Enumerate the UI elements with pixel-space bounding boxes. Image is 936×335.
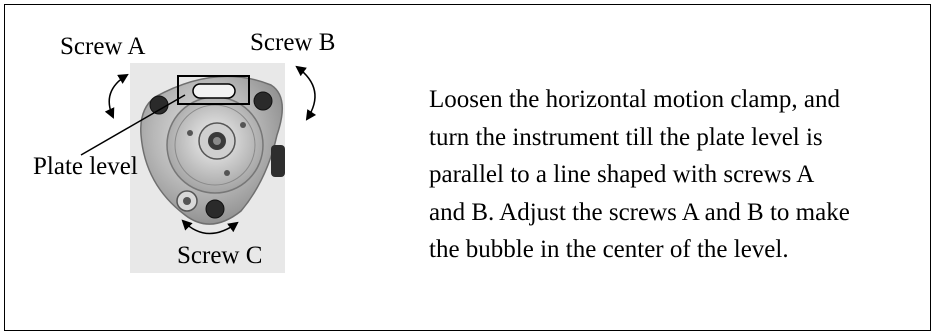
screw-a-label: Screw A: [60, 33, 146, 60]
screw-a-rotation-arrow: [104, 73, 129, 119]
screw-b-rotation-arrow: [295, 65, 317, 121]
plate-level-vial: [192, 83, 236, 99]
instruction-line: Loosen the horizontal motion clamp, and: [429, 86, 841, 113]
screw-c-label: Screw C: [177, 242, 263, 269]
optical-plummet-lens: [183, 197, 191, 205]
plate-level-leader-line: [80, 94, 186, 156]
instruction-line: the bubble in the center of the level.: [429, 236, 789, 263]
document-frame: Screw A Screw B Plate level Screw C Loos…: [4, 4, 931, 331]
tribrach-illustration: [80, 63, 317, 273]
tribrach-figure: Screw A Screw B Plate level Screw C: [5, 5, 405, 305]
instruction-line: parallel to a line shaped with screws A: [429, 161, 815, 188]
plate-hole: [240, 122, 246, 128]
center-hole-inner: [213, 137, 221, 145]
screw-a-knob: [149, 95, 169, 115]
plate-level-label: Plate level: [33, 153, 138, 180]
plate-hole: [224, 170, 230, 176]
screw-c-knob: [205, 199, 225, 219]
plate-hole: [187, 130, 193, 136]
plate-level-highlight-box: [177, 75, 250, 105]
screw-b-label: Screw B: [250, 29, 336, 56]
screw-c-rotation-arrow: [181, 219, 239, 235]
instruction-line: and B. Adjust the screws A and B to make: [429, 198, 850, 226]
screw-b-knob: [253, 91, 273, 111]
instruction-line: turn the instrument till the plate level…: [429, 123, 823, 151]
instruction-text: Loosen the horizontal motion clamp, and …: [429, 81, 899, 269]
clamp-knob: [271, 145, 285, 177]
